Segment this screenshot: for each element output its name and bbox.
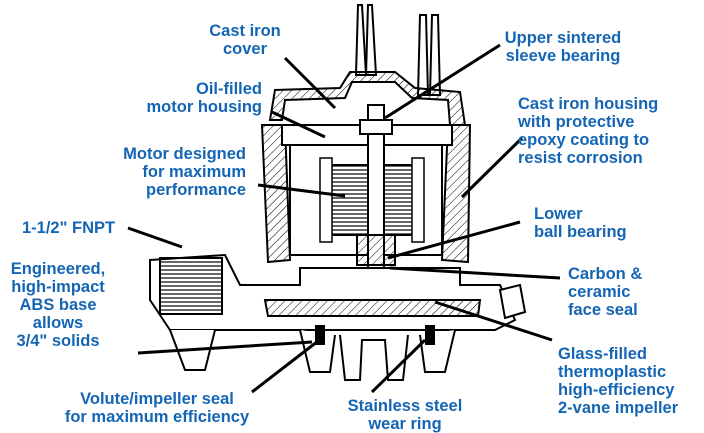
- label-abs-base: Engineered, high-impact ABS base allows …: [10, 260, 106, 350]
- label-fnpt: 1-1/2" FNPT: [22, 219, 116, 237]
- volute-base: [149, 253, 527, 381]
- label-upper-sintered-sleeve-bearing: Upper sintered sleeve bearing: [504, 29, 622, 65]
- label-oil-filled-motor-housing: Oil-filled motor housing: [146, 80, 262, 116]
- motor-shaft: [356, 104, 396, 276]
- label-cast-iron-cover: Cast iron cover: [209, 22, 281, 58]
- label-stainless-steel-wear-ring: Stainless steel wear ring: [347, 397, 463, 433]
- label-lower-ball-bearing: Lower ball bearing: [534, 205, 627, 241]
- label-volute-impeller-seal: Volute/impeller seal for maximum efficie…: [64, 390, 250, 426]
- label-motor-designed: Motor designed for maximum performance: [123, 145, 246, 199]
- leader-lines: [127, 43, 561, 394]
- power-cords: [354, 4, 442, 96]
- label-glass-filled-impeller: Glass-filled thermoplastic high-efficien…: [558, 345, 679, 417]
- label-carbon-ceramic-face-seal: Carbon & ceramic face seal: [568, 265, 643, 319]
- label-cast-iron-housing: Cast iron housing with protective epoxy …: [518, 95, 659, 167]
